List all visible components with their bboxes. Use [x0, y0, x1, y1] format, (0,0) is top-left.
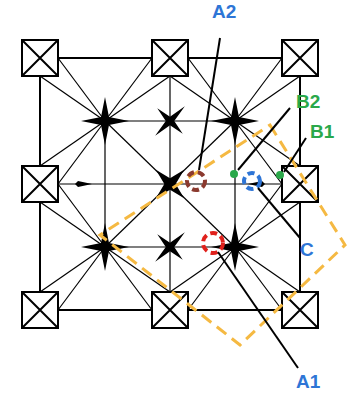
site-label: A1 [296, 372, 320, 391]
site-label: C [300, 240, 314, 259]
site-label: B2 [296, 92, 320, 111]
site-label: A2 [212, 2, 236, 21]
site-label: B1 [310, 122, 334, 141]
